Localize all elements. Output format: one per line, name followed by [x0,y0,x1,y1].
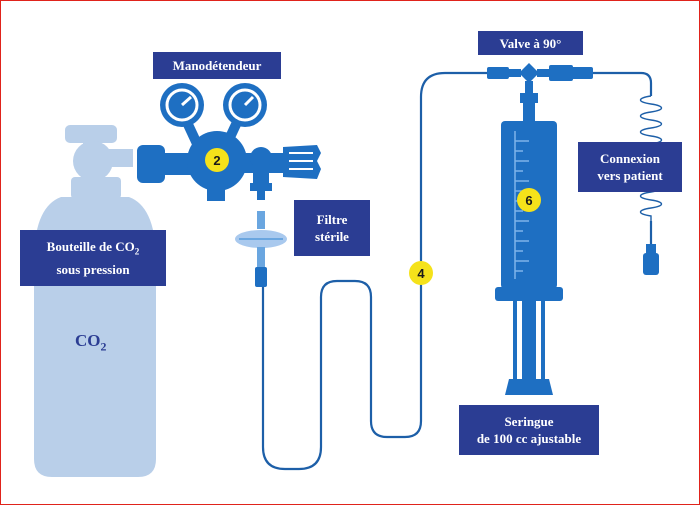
cylinder-valve-body [73,141,113,181]
syringe-nozzle [523,103,535,121]
label-seringue: Seringue de 100 cc ajustable [459,405,599,455]
label-bouteille-line2: sous pression [56,261,130,277]
label-connexion-line2: vers patient [597,168,663,183]
valve-down-stem [525,81,533,95]
syringe [495,93,563,395]
tube-main [261,71,487,471]
label-valve: Valve à 90° [478,31,583,55]
gauge-right-dial [228,88,262,122]
syringe-plunger-rib-left [513,301,517,381]
label-filtre-line2: stérile [315,229,349,244]
syringe-plunger-rod [522,301,536,381]
syringe-plunger-head [505,379,553,395]
outlet-valve-nut [250,183,272,191]
tube-patient [593,71,653,96]
filter-outlet [257,247,265,267]
outlet-valve-stem [253,165,269,185]
label-manodetendeur-text: Manodétendeur [172,58,262,73]
label-seringue-line1: Seringue [504,414,554,429]
cylinder-co2-text: CO2 [75,331,106,354]
label-bouteille-sub: 2 [134,246,140,257]
label-bouteille-line1: Bouteille de CO2 [47,238,140,261]
tubing [261,71,653,471]
regulator [137,83,321,201]
gauge-left-needle [181,95,192,107]
regulator-inlet-nut [137,145,165,183]
filter-inlet [257,211,265,229]
valve-left-stem [507,69,521,77]
label-filtre-line1: Filtre [316,212,348,227]
gauge-left-dial [165,88,199,122]
cylinder-valve-outlet [109,149,133,167]
label-manodetendeur: Manodétendeur [153,52,281,79]
badge-tube: 4 [409,261,433,285]
badge-syringe: 6 [517,188,541,212]
label-bouteille-prefix: Bouteille de CO [46,239,135,255]
syringe-plunger-rib-right [541,301,545,381]
valve-right-stem [537,69,551,77]
label-connexion: Connexion vers patient [578,142,682,192]
label-seringue-line2: de 100 cc ajustable [476,431,582,446]
regulator-bottom-nut [207,187,225,201]
outlet-valve-nozzle [257,190,265,200]
regulator-inlet-pipe [161,153,191,175]
valve-outlet-connector [571,67,593,79]
valve-right-connector [549,65,573,81]
cylinder-co2-sub: 2 [100,339,107,354]
sterile-filter [235,211,287,287]
patient-connector [643,244,659,275]
cylinder-valve-handle [65,125,117,143]
cylinder-co2-prefix: CO [75,331,101,350]
adjuster-knob-grip [289,152,313,170]
label-bouteille: Bouteille de CO2 sous pression [20,230,166,286]
badge-regulator: 2 [205,148,229,172]
patient-connector-body [643,253,659,275]
outlet-valve-knob [250,147,272,169]
valve-body [519,63,539,83]
patient-connector-collar [646,244,656,254]
label-filtre: Filtre stérile [294,200,370,256]
label-connexion-line1: Connexion [600,151,660,166]
gauge-right-needle [243,95,255,107]
filter-luer-connector [255,267,267,287]
valve-90 [487,63,593,95]
syringe-graduations [514,131,529,279]
label-valve-text: Valve à 90° [499,35,562,51]
syringe-luer-tip [520,93,538,103]
valve-left-connector [487,67,509,79]
syringe-flange [495,287,563,301]
cylinder-neck [71,177,121,199]
